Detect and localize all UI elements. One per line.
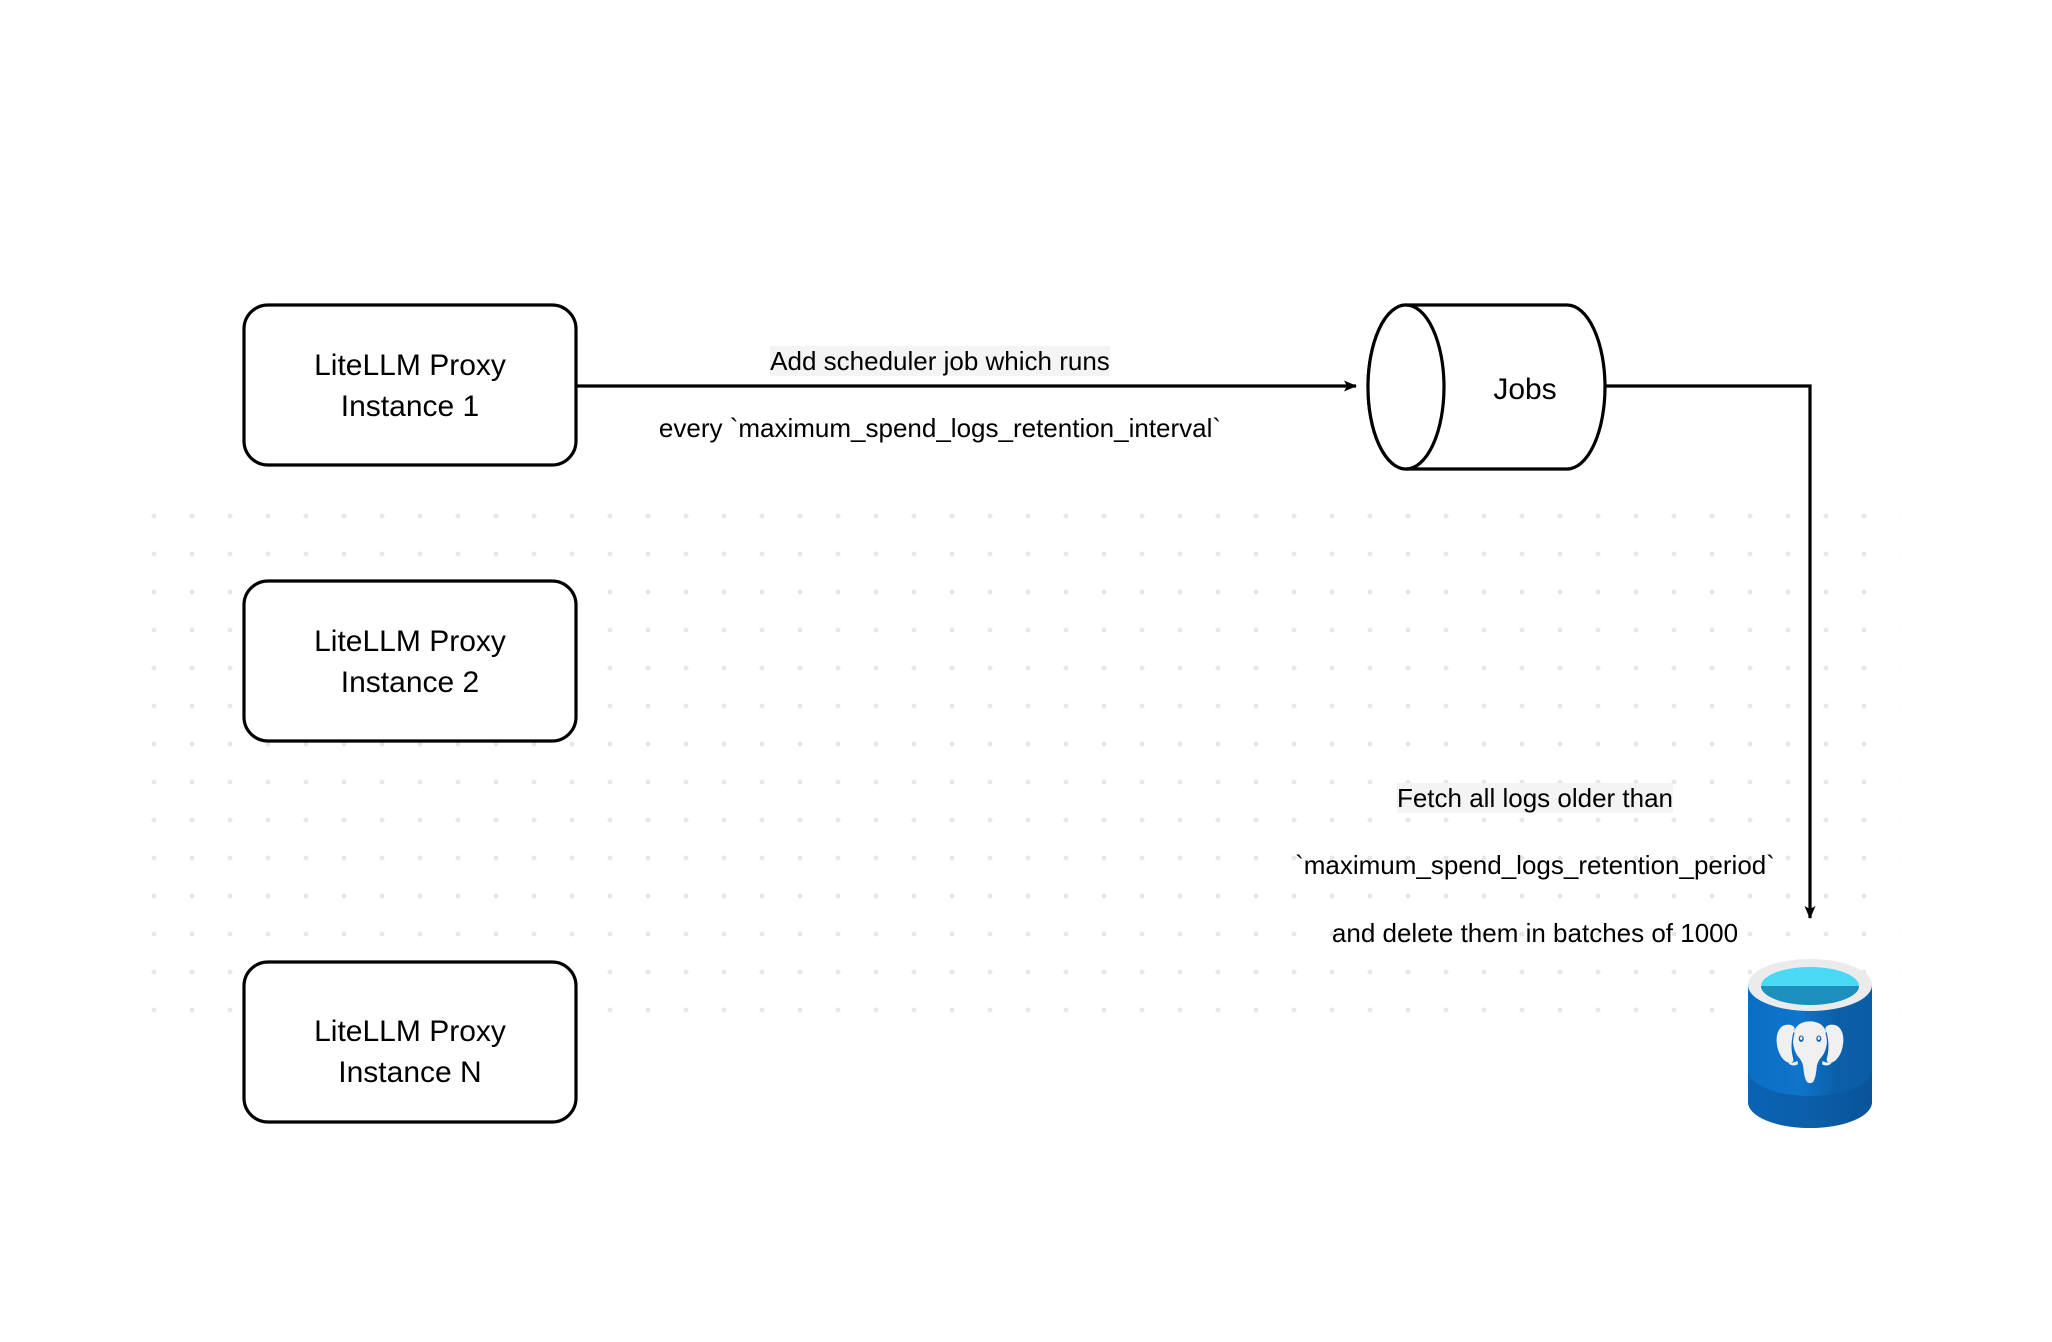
edge-scheduler-label: Add scheduler job which runs every `maxi… (555, 311, 1325, 446)
edge-cleanup-label-line-2: `maximum_spend_logs_retention_period` (1295, 850, 1775, 881)
postgresql-database-icon[interactable] (1748, 959, 1872, 1128)
elephant-glyph (1776, 1021, 1844, 1084)
edge-cleanup-arrow (1605, 384, 1816, 919)
node-jobs-cylinder[interactable] (1366, 303, 1607, 471)
node-jobs-label: Jobs (1493, 373, 1557, 406)
node-proxy-2[interactable] (242, 579, 578, 743)
edge-cleanup-label-line-3: and delete them in batches of 1000 (1331, 917, 1739, 948)
edge-scheduler-label-line-2: every `maximum_spend_logs_retention_inte… (658, 413, 1222, 444)
node-proxy-n-label: LiteLLM Proxy Instance N (314, 1015, 506, 1089)
edge-cleanup-label: Fetch all logs older than `maximum_spend… (1215, 748, 1855, 951)
node-proxy-2-label: LiteLLM Proxy Instance 2 (314, 625, 506, 699)
node-proxy-1-label: LiteLLM Proxy Instance 1 (314, 349, 506, 423)
edge-scheduler-label-line-1: Add scheduler job which runs (770, 345, 1110, 376)
node-proxy-n[interactable] (242, 960, 578, 1124)
edge-cleanup-label-line-1: Fetch all logs older than (1396, 782, 1674, 813)
